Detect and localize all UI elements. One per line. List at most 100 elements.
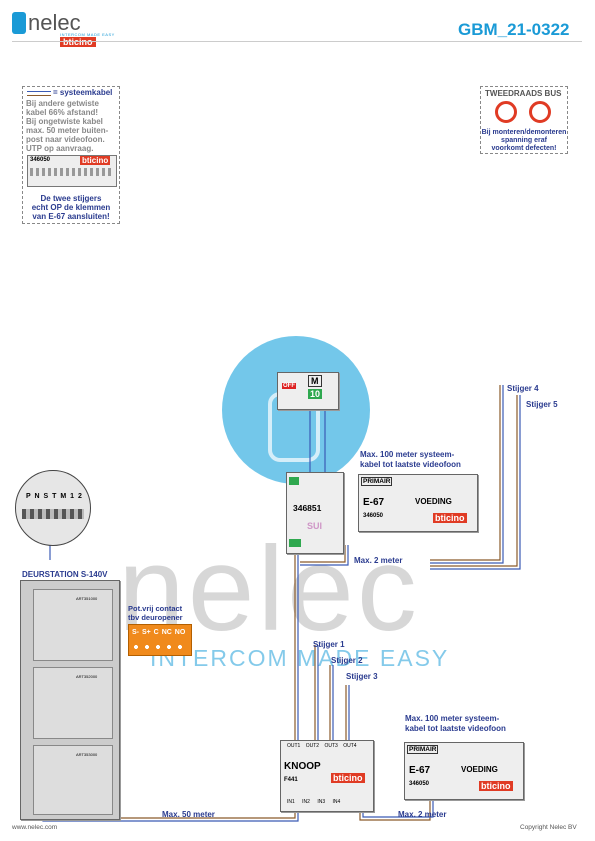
knoop-code: F441 bbox=[284, 777, 298, 783]
contact-line: tbv deuropener bbox=[128, 613, 183, 622]
note-bottom-line: echt OP de klemmen bbox=[31, 203, 111, 212]
terminal-nc: NC bbox=[161, 629, 172, 636]
note-line: Bij andere getwiste bbox=[26, 99, 99, 108]
knoop-output: OUT1 bbox=[287, 743, 301, 749]
terminal-m: M bbox=[60, 493, 68, 500]
bus-warning-title: TWEEDRAADS BUS bbox=[485, 89, 562, 98]
door-module: ART352000 bbox=[33, 667, 113, 739]
knoop-module: OUT1 OUT2 OUT3 OUT4 KNOOP F441 bticino I… bbox=[280, 740, 374, 812]
label-line: Max. 100 meter systeem- bbox=[360, 450, 455, 459]
label-line: Max. 100 meter systeem- bbox=[405, 714, 500, 723]
module-code: ART351000 bbox=[76, 596, 98, 601]
psu-code: 346050 bbox=[409, 781, 430, 787]
logo-brand: nelec bbox=[28, 10, 81, 35]
cable-legend-icon bbox=[27, 91, 51, 96]
psu-brand: bticino bbox=[433, 513, 467, 523]
note-line: post naar videofoon. bbox=[26, 135, 105, 144]
m-label: M bbox=[308, 375, 322, 387]
knoop-input: IN3 bbox=[317, 799, 326, 805]
label-max2-bottom: Max. 2 meter bbox=[398, 810, 447, 819]
label-stijger5: Stijger 5 bbox=[526, 400, 558, 409]
psu-voeding: VOEDING bbox=[415, 497, 452, 506]
off-label: OFF bbox=[282, 383, 296, 389]
no-voltage-icon bbox=[529, 101, 551, 123]
psu-model: E-67 bbox=[363, 497, 385, 508]
psu-brand: bticino bbox=[479, 781, 513, 791]
terminal-zoom: P N S T M 1 2 bbox=[15, 470, 91, 546]
terminal-s: S bbox=[43, 493, 50, 500]
psu-primair: PRIMAIR bbox=[361, 477, 393, 486]
switch-value: 10 bbox=[308, 389, 323, 399]
door-station: ART351000 ART352000 ART353000 bbox=[20, 580, 120, 820]
contact-terminals: S- S+ C NC NO bbox=[132, 629, 185, 636]
terminal-t: T bbox=[52, 493, 58, 500]
knoop-output: OUT3 bbox=[324, 743, 338, 749]
terminal-strip bbox=[30, 168, 114, 176]
page-title: GBM_21-0322 bbox=[458, 20, 570, 39]
psu-code: 346050 bbox=[363, 513, 384, 519]
contact-label: Pot.vrij contact tbv deuropener bbox=[128, 604, 183, 622]
cable-legend-text: = systeemkabel bbox=[53, 88, 113, 97]
terminal-1: 1 bbox=[70, 493, 76, 500]
bus-warning: TWEEDRAADS BUS Bij monteren/demonteren s… bbox=[480, 86, 568, 154]
label-stijger1: Stijger 1 bbox=[313, 640, 345, 649]
bus-warning-line: voorkomt defecten! bbox=[491, 145, 557, 152]
contact-terminal-block: S- S+ C NC NO bbox=[128, 624, 192, 656]
note-line: Bij ongetwiste kabel bbox=[26, 117, 103, 126]
label-max50: Max. 50 meter bbox=[162, 810, 215, 819]
knoop-brand: bticino bbox=[331, 773, 365, 783]
footer-copyright: Copyright Nelec BV bbox=[520, 824, 577, 831]
note-module-code: 346050 bbox=[30, 157, 51, 163]
bus-warning-line: spanning eraf bbox=[501, 137, 547, 144]
dip-switch-panel: OFF M 10 bbox=[277, 372, 339, 410]
note-module-brand: bticino bbox=[80, 156, 111, 165]
note-line: kabel 66% afstand! bbox=[26, 108, 99, 117]
terminal-s-minus: S- bbox=[132, 629, 139, 636]
knoop-input: IN4 bbox=[332, 799, 341, 805]
label-max2-top: Max. 2 meter bbox=[354, 556, 403, 565]
interface-code: 346851 bbox=[293, 503, 322, 513]
psu-voeding: VOEDING bbox=[461, 765, 498, 774]
terminal-n: N bbox=[34, 493, 41, 500]
system-cable-note: = systeemkabel Bij andere getwiste kabel… bbox=[22, 86, 120, 224]
terminal-2: 2 bbox=[78, 493, 83, 500]
knoop-input: IN1 bbox=[287, 799, 295, 805]
label-stijger4: Stijger 4 bbox=[507, 384, 539, 393]
label-max100-bottom: Max. 100 meter systeem- kabel tot laatst… bbox=[405, 714, 506, 734]
note-line: UTP op aanvraag. bbox=[26, 144, 94, 153]
psu-model: E-67 bbox=[409, 765, 431, 776]
door-station-title: DEURSTATION S-140V bbox=[22, 570, 108, 579]
contact-line: Pot.vrij contact bbox=[128, 604, 183, 613]
knoop-input: IN2 bbox=[302, 799, 310, 805]
terminal-strip bbox=[22, 509, 84, 519]
note-module: 346050 bticino bbox=[27, 155, 117, 187]
watermark-tagline: INTERCOM MADE EASY bbox=[150, 645, 450, 671]
interface-sub: SUI bbox=[307, 521, 323, 531]
module-code: ART352000 bbox=[76, 674, 98, 679]
note-text: Bij andere getwiste kabel 66% afstand! B… bbox=[26, 99, 108, 153]
note-bottom-line: De twee stijgers bbox=[40, 194, 102, 203]
label-max100-top: Max. 100 meter systeem- kabel tot laatst… bbox=[360, 450, 461, 470]
no-plug-icon bbox=[495, 101, 517, 123]
knoop-inputs: IN1 IN2 IN3 IN4 bbox=[287, 799, 340, 805]
door-module: ART353000 bbox=[33, 745, 113, 815]
terminal-icon bbox=[289, 539, 301, 547]
knoop-output: OUT4 bbox=[343, 743, 357, 749]
terminal-icon bbox=[289, 477, 299, 485]
note-line: max. 50 meter buiten- bbox=[26, 126, 109, 135]
label-line: kabel tot laatste videofoon bbox=[360, 460, 461, 469]
label-stijger3: Stijger 3 bbox=[346, 672, 378, 681]
module-code: ART353000 bbox=[76, 752, 98, 757]
knoop-output: OUT2 bbox=[305, 743, 320, 749]
terminal-s-plus: S+ bbox=[141, 629, 151, 636]
power-supply-top: PRIMAIR E-67 VOEDING 346050 bticino bbox=[358, 474, 478, 532]
terminal-p: P bbox=[26, 493, 32, 500]
note-bottom-line: van E-67 aansluiten! bbox=[32, 212, 110, 221]
power-supply-bottom: PRIMAIR E-67 VOEDING 346050 bticino bbox=[404, 742, 524, 800]
header-divider bbox=[12, 41, 582, 42]
terminal-no: NO bbox=[174, 629, 186, 636]
bus-warning-line: Bij monteren/demonteren bbox=[481, 129, 567, 136]
interface-346851: 346851 SUI bbox=[286, 472, 344, 554]
note-bottom: De twee stijgers echt OP de klemmen van … bbox=[27, 194, 115, 221]
logo-tagline: INTERCOM MADE EASY bbox=[60, 32, 115, 37]
